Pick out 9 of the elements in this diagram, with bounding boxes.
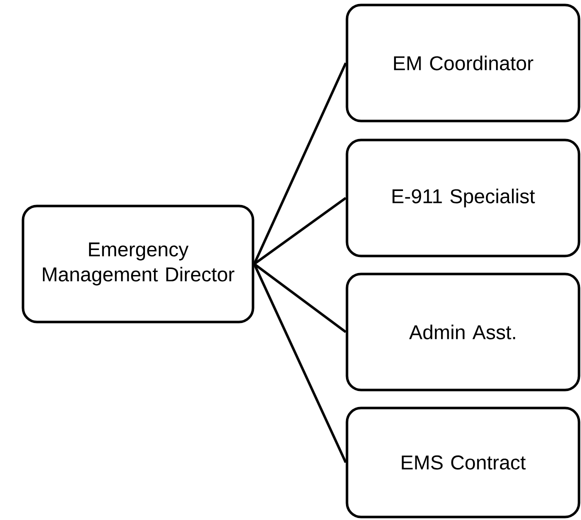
org-box: Emergency Management Director [22,204,254,324]
connector-line [254,263,346,333]
org-box: EM Coordinator [346,4,580,122]
org-box: Admin Asst. [346,272,580,392]
connector-line [253,263,347,464]
org-box: EMS Contract [346,406,580,518]
connector-line [254,197,346,266]
org-box: E-911 Specialist [346,138,580,258]
connector-line [253,62,347,265]
